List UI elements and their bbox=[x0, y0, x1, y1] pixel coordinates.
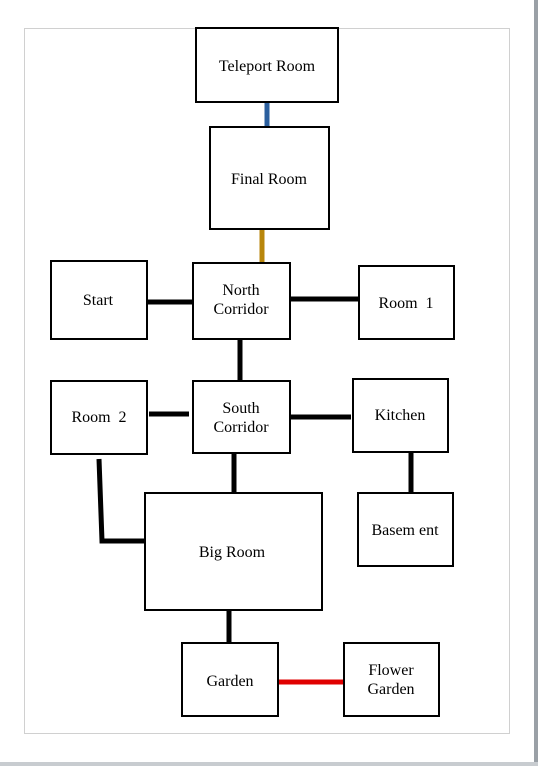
room-label: Room 1 bbox=[378, 295, 433, 312]
room-box bbox=[181, 642, 279, 717]
room-box bbox=[358, 265, 455, 340]
room-flower-garden: Flower Garden bbox=[343, 642, 440, 717]
room-label: Big Room bbox=[199, 544, 266, 561]
room-kitchen: Kitchen bbox=[352, 378, 449, 453]
room-label-line-2: Garden bbox=[367, 681, 414, 698]
room-box bbox=[192, 262, 291, 340]
room-label: Start bbox=[83, 292, 114, 309]
room-box bbox=[50, 380, 148, 455]
room-basement: Basem ent bbox=[357, 492, 454, 567]
room-label-line-2: Corridor bbox=[213, 301, 269, 318]
room-box bbox=[192, 380, 291, 454]
room-garden: Garden bbox=[181, 642, 279, 717]
room-box bbox=[50, 260, 148, 340]
room-label-line-1: Flower bbox=[368, 662, 414, 679]
room-label: Kitchen bbox=[375, 407, 426, 424]
connector-room-2-big-room bbox=[96, 458, 145, 544]
connectors bbox=[96, 102, 414, 685]
room-box bbox=[144, 492, 323, 611]
room-box bbox=[209, 126, 330, 230]
room-label-line-1: South bbox=[222, 400, 259, 417]
room-north-corridor: North Corridor bbox=[192, 262, 291, 340]
room-box bbox=[357, 492, 454, 567]
room-start: Start bbox=[50, 260, 148, 340]
room-label: Garden bbox=[206, 673, 253, 690]
room-label: Teleport Room bbox=[219, 58, 316, 75]
room-2: Room 2 bbox=[50, 380, 148, 455]
room-box bbox=[352, 378, 449, 453]
room-final: Final Room bbox=[209, 126, 330, 230]
room-label-line-1: North bbox=[222, 282, 259, 299]
room-box bbox=[343, 642, 440, 717]
room-south-corridor: South Corridor bbox=[192, 380, 291, 454]
page-edge-shadow-bottom bbox=[0, 762, 538, 766]
room-label: Room 2 bbox=[71, 409, 126, 426]
room-teleport: Teleport Room bbox=[195, 27, 339, 103]
page-edge-shadow-right bbox=[534, 0, 538, 766]
room-box bbox=[195, 27, 339, 103]
room-label: Basem ent bbox=[371, 522, 439, 539]
room-label: Final Room bbox=[231, 171, 308, 188]
room-label-line-2: Corridor bbox=[213, 419, 269, 436]
room-1: Room 1 bbox=[358, 265, 455, 340]
room-big-room: Big Room bbox=[144, 492, 323, 611]
